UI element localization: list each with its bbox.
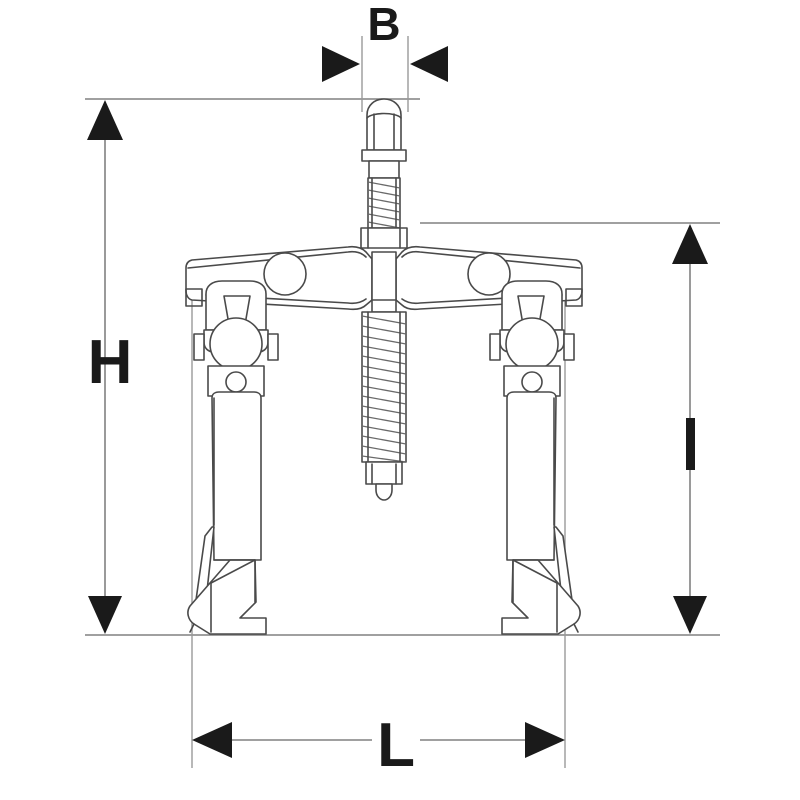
spindle-shank xyxy=(368,160,400,179)
reference-lines xyxy=(85,36,720,768)
dimension-l-width: L xyxy=(192,711,565,780)
upper-thread xyxy=(367,177,401,229)
b-left-arrow xyxy=(322,46,360,82)
h-top-arrow xyxy=(87,100,123,140)
right-arm-foot xyxy=(501,559,581,635)
yoke-nut-block xyxy=(360,227,408,249)
b-right-arrow xyxy=(410,46,448,82)
l-width-right-arrow xyxy=(525,722,565,758)
right-pivot-knuckle xyxy=(489,280,575,397)
yoke-hole-left xyxy=(263,252,307,296)
dimension-label-h: H xyxy=(88,328,133,397)
left-pivot-pin xyxy=(209,317,263,371)
right-arm-bolt-hole xyxy=(521,371,543,393)
left-arm-bolt-hole xyxy=(225,371,247,393)
left-arm xyxy=(195,391,262,601)
dimension-l-lower: l xyxy=(672,224,708,634)
dimension-label-l-glyph xyxy=(686,418,695,470)
lower-thread xyxy=(361,311,407,463)
yoke-center-bridge xyxy=(371,251,397,313)
screw-tip xyxy=(365,461,403,501)
yoke-hole-right xyxy=(467,252,511,296)
dimension-label-b: B xyxy=(367,0,400,50)
left-arm-foot xyxy=(187,559,267,635)
hex-bolt-head xyxy=(361,98,407,162)
dimension-h: H xyxy=(87,100,132,634)
right-arm xyxy=(506,391,573,601)
l-top-arrow xyxy=(672,224,708,264)
l-bottom-arrow xyxy=(673,596,707,634)
lower-thread-hatch xyxy=(361,315,407,463)
h-bottom-arrow xyxy=(88,596,122,634)
l-width-left-arrow xyxy=(192,722,232,758)
dimension-label-l-width: L xyxy=(377,711,415,780)
right-pivot-pin xyxy=(505,317,559,371)
left-pivot-knuckle xyxy=(193,280,279,397)
dimension-b: B xyxy=(322,0,448,82)
